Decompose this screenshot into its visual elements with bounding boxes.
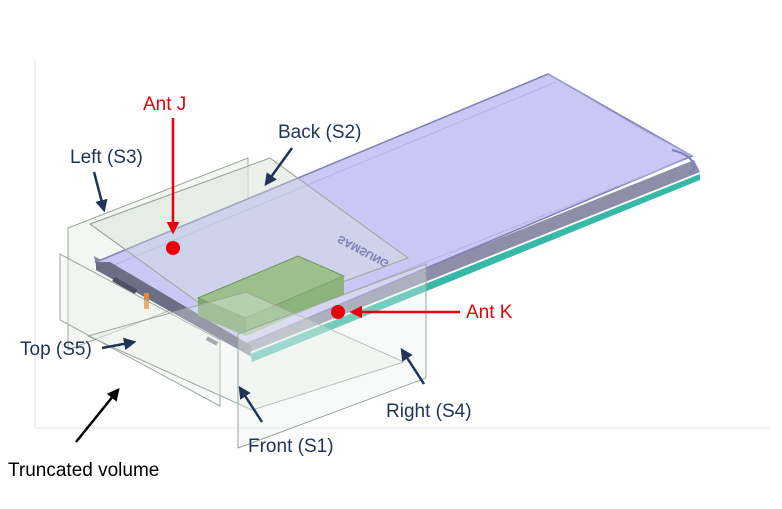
battery-front [198,298,246,336]
usb-port [112,276,138,295]
truncated-arrow [75,388,120,443]
label-front: Front (S1) [248,436,334,457]
ant-j-point [166,241,180,255]
label-ant-j: Ant J [143,94,186,115]
left-arrow [92,171,108,213]
battery-block [196,255,346,336]
phone-camera-curve [547,73,693,157]
top-arrow [101,337,137,350]
front-arrow [238,385,264,423]
label-truncated: Truncated volume [8,460,159,481]
side-key [205,336,219,346]
front-face [86,291,406,411]
battery-side [246,276,344,336]
label-top: Top (S5) [20,339,92,360]
phone-bottom-stripe [250,174,700,362]
phone-right-corner [671,149,696,175]
right-arrow [400,347,426,385]
label-back: Back (S2) [278,122,361,143]
label-right: Right (S4) [386,401,472,422]
back-arrow [264,147,294,187]
phone-end-cap [96,262,252,356]
truncated-volume-front [59,253,427,449]
label-left: Left (S3) [70,147,143,168]
right-face [237,263,427,449]
top-face [59,253,221,407]
ant-k-point [331,305,345,319]
label-ant-k: Ant K [466,302,513,323]
phone-inner-line [111,81,557,267]
